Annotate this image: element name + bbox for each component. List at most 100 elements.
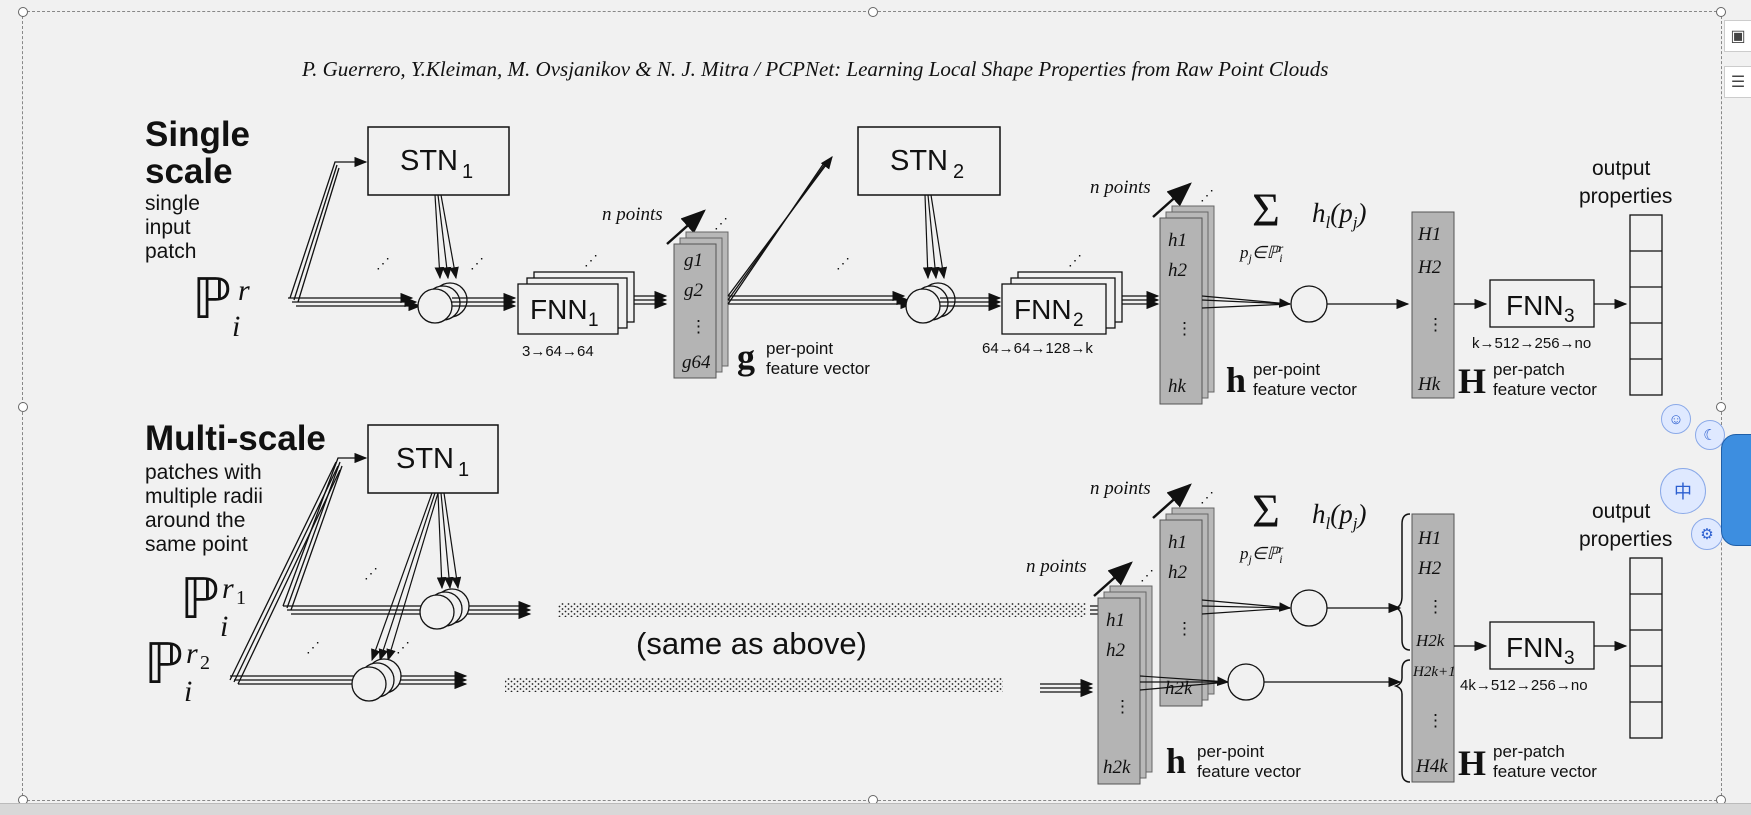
svg-text:hl(pj): hl(pj) xyxy=(1312,198,1366,232)
svg-text:Hk: Hk xyxy=(1417,374,1441,395)
single-scale-title-1: Single xyxy=(145,115,250,154)
svg-text:⋮: ⋮ xyxy=(1427,597,1444,616)
svg-text:2: 2 xyxy=(200,652,210,674)
multi-scale-title: Multi-scale xyxy=(145,419,326,458)
fnn1-box: FNN 1 xyxy=(517,271,635,335)
svg-text:hk: hk xyxy=(1168,376,1187,397)
svg-text:h2: h2 xyxy=(1168,260,1188,281)
svg-text:⋰: ⋰ xyxy=(836,255,850,271)
resize-handle[interactable] xyxy=(1716,7,1726,17)
svg-text:1: 1 xyxy=(588,310,599,331)
patch-symbol-pir1: ℙ r 1 i xyxy=(180,569,246,643)
svg-text:i: i xyxy=(184,675,192,708)
svg-text:h1: h1 xyxy=(1106,610,1125,631)
multi-desc-line: same point xyxy=(145,533,248,556)
moon-icon[interactable]: ☾ xyxy=(1695,420,1725,450)
resize-handle[interactable] xyxy=(18,402,28,412)
fnn3-dims-multi: 4k→512→256→no xyxy=(1460,677,1588,694)
h-symbol: h xyxy=(1226,360,1246,400)
multiply-node xyxy=(351,658,402,702)
svg-text:g64: g64 xyxy=(682,352,711,373)
fnn3-dims: k→512→256→no xyxy=(1472,335,1591,352)
g-caption: feature vector xyxy=(766,359,870,378)
svg-text:H2k: H2k xyxy=(1415,631,1445,650)
n-points-label: n points xyxy=(1026,556,1087,577)
n-points-label: n points xyxy=(602,204,663,225)
svg-text:hl(pj): hl(pj) xyxy=(1312,499,1366,533)
svg-text:⋰: ⋰ xyxy=(714,215,728,231)
svg-text:r: r xyxy=(238,274,250,307)
stn1-box-multi: STN 1 xyxy=(367,424,499,494)
single-desc-line: patch xyxy=(145,240,196,263)
resize-handle[interactable] xyxy=(868,7,878,17)
multi-desc-line: patches with xyxy=(145,461,262,484)
single-scale-title-2: scale xyxy=(145,152,233,191)
multiply-node xyxy=(419,588,470,630)
svg-text:r: r xyxy=(222,572,234,605)
resize-handle[interactable] xyxy=(18,7,28,17)
H-feature-vector: H1 H2 ⋮ Hk xyxy=(1411,211,1455,399)
svg-text:h1: h1 xyxy=(1168,532,1187,553)
svg-text:FNN: FNN xyxy=(1506,290,1564,321)
elided-pipeline-band xyxy=(558,603,1086,617)
sum-node xyxy=(1227,663,1265,701)
fnn2-box: FNN 2 xyxy=(1001,271,1123,335)
svg-text:⋮: ⋮ xyxy=(1427,711,1444,730)
patch-symbol-pir: ℙ r i xyxy=(192,269,250,343)
svg-text:⋮: ⋮ xyxy=(1176,319,1193,338)
multiply-node xyxy=(417,282,468,324)
resize-handle[interactable] xyxy=(1716,402,1726,412)
h-caption: per-point xyxy=(1253,360,1320,379)
h-caption: feature vector xyxy=(1197,762,1301,781)
g-symbol: g xyxy=(737,337,755,377)
svg-text:FNN: FNN xyxy=(1506,632,1564,663)
svg-text:r: r xyxy=(186,637,198,670)
mascot-avatar[interactable] xyxy=(1721,434,1751,546)
language-toggle[interactable]: 中 xyxy=(1660,468,1706,514)
svg-text:h2: h2 xyxy=(1168,562,1188,583)
svg-text:2: 2 xyxy=(953,161,964,183)
multi-desc-line: around the xyxy=(145,509,245,532)
svg-text:H1: H1 xyxy=(1417,528,1441,549)
svg-text:ℙ: ℙ xyxy=(180,569,219,631)
n-points-label: n points xyxy=(1090,177,1151,198)
h-feature-stack-scale1: h1 h2 ⋮ h2k xyxy=(1159,507,1215,707)
svg-text:H2: H2 xyxy=(1417,558,1442,579)
svg-text:⋰: ⋰ xyxy=(364,565,378,581)
status-bar xyxy=(0,803,1751,815)
patch-symbol-pir2: ℙ r 2 i xyxy=(144,634,210,708)
output-label: output xyxy=(1592,157,1651,180)
svg-text:3: 3 xyxy=(1564,306,1575,327)
svg-text:⋮: ⋮ xyxy=(690,317,707,336)
pcpnet-diagram: P. Guerrero, Y.Kleiman, M. Ovsjanikov & … xyxy=(144,57,1672,785)
layout-icon[interactable]: ☰ xyxy=(1724,66,1751,98)
H-symbol: H xyxy=(1458,743,1486,783)
svg-text:⋰: ⋰ xyxy=(376,255,390,271)
svg-text:⋮: ⋮ xyxy=(1427,315,1444,334)
svg-text:STN: STN xyxy=(890,145,948,177)
svg-text:⋰: ⋰ xyxy=(584,252,598,268)
output-properties-vector-multi xyxy=(1629,557,1663,739)
emoji-icon[interactable]: ☺ xyxy=(1661,404,1691,434)
svg-text:⋮: ⋮ xyxy=(1114,697,1131,716)
svg-text:⋰: ⋰ xyxy=(396,639,410,655)
multi-desc-line: multiple radii xyxy=(145,485,263,508)
svg-text:Σ: Σ xyxy=(1252,485,1280,538)
svg-text:⋰: ⋰ xyxy=(1200,187,1214,203)
elided-pipeline-band xyxy=(505,678,1003,692)
svg-text:1: 1 xyxy=(236,587,246,609)
svg-text:⋰: ⋰ xyxy=(1068,252,1082,268)
h-caption: feature vector xyxy=(1253,380,1357,399)
svg-text:h2k: h2k xyxy=(1165,678,1193,699)
floating-assistant[interactable]: ☺ ☾ 中 ⚙ xyxy=(1655,400,1751,570)
fnn1-dims: 3→64→64 xyxy=(522,343,594,360)
gear-icon[interactable]: ⚙ xyxy=(1691,518,1723,550)
svg-text:pj∈ℙri: pj∈ℙri xyxy=(1239,542,1284,566)
svg-text:STN: STN xyxy=(396,443,454,475)
h-caption: per-point xyxy=(1197,742,1264,761)
svg-text:h2: h2 xyxy=(1106,640,1126,661)
svg-text:⋰: ⋰ xyxy=(1200,489,1214,505)
H-caption: feature vector xyxy=(1493,762,1597,781)
image-icon[interactable]: ▣ xyxy=(1724,20,1751,52)
